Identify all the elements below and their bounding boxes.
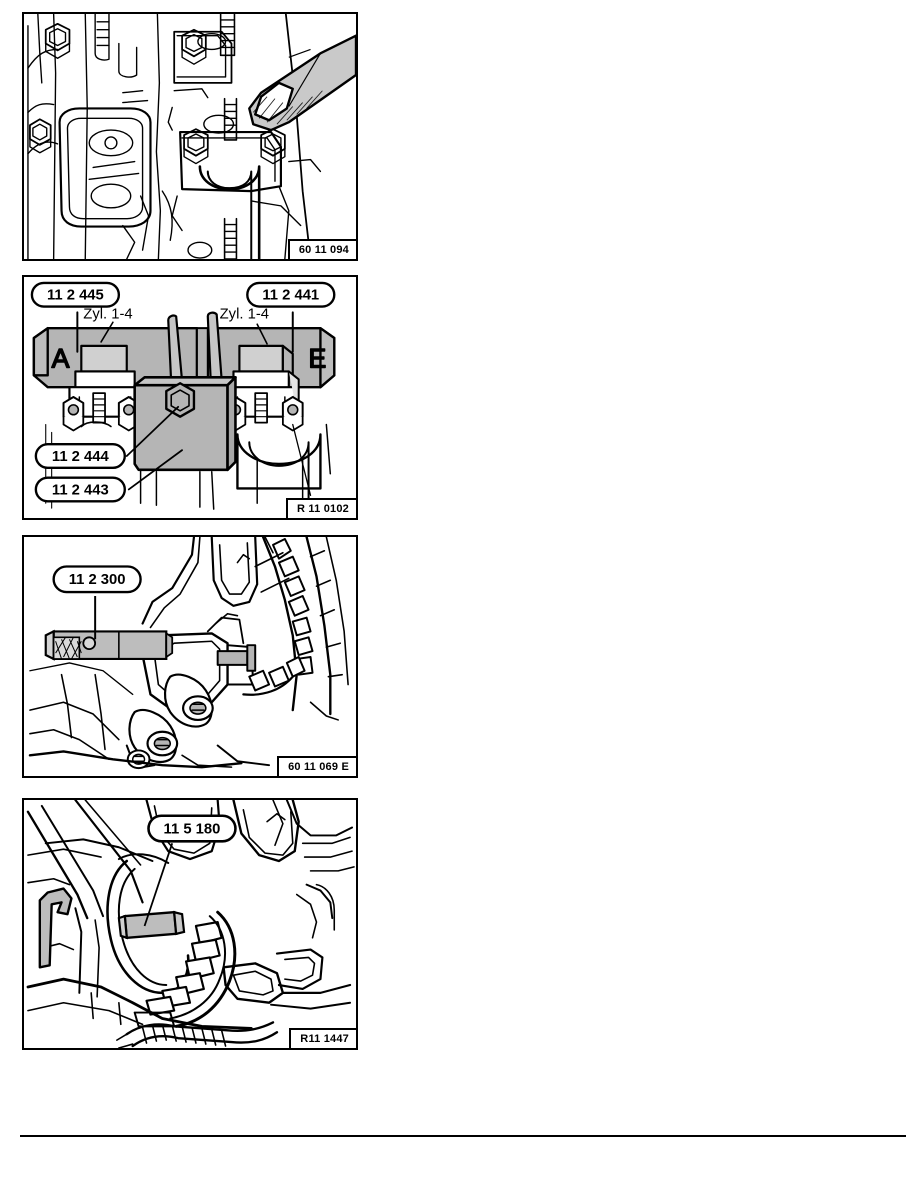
hook-tool-shape [38,887,73,969]
figure-1-drawing [27,14,356,259]
figure-1-caption: 60 11 094 [287,239,356,259]
label-e: E [309,344,327,374]
svg-text:11 2 445: 11 2 445 [47,288,104,304]
svg-text:11 2 444: 11 2 444 [52,449,110,465]
figure-4-drawing: 11 5 180 [26,800,355,1048]
label-zyl-left: Zyl. 1-4 [83,306,132,322]
label-zyl-right: Zyl. 1-4 [220,306,269,322]
callout-11-2-300: 11 2 300 [52,565,142,594]
svg-text:11 2 441: 11 2 441 [262,288,319,304]
svg-text:11 5 180: 11 5 180 [164,821,221,837]
tool-11-5-180-shape [117,910,186,940]
callout-11-2-441: 11 2 441 [246,281,336,308]
figure-2-drawing: A E [30,281,336,510]
figure-3-drawing: 11 2 300 [28,537,349,770]
figure-2: A E [22,275,358,520]
callout-11-2-444: 11 2 444 [34,443,126,470]
callout-11-2-445: 11 2 445 [30,281,121,308]
footer-divider [20,1135,906,1137]
tool-11-2-300-shape [44,629,174,661]
figure-1: 60 11 094 [22,12,358,261]
wrench-shape [248,34,356,132]
figure-3-caption: 60 11 069 E [277,756,356,776]
callout-11-2-443: 11 2 443 [34,476,126,503]
figure-4-caption: R11 1447 [289,1028,356,1048]
figure-4: 11 5 180 R11 1447 [22,798,358,1050]
label-a: A [52,344,70,374]
svg-text:11 2 300: 11 2 300 [69,572,126,588]
callout-11-5-180: 11 5 180 [147,814,237,843]
figure-3: 11 2 300 60 11 069 E [22,535,358,778]
svg-text:11 2 443: 11 2 443 [52,482,109,498]
figure-2-caption: R 11 0102 [286,498,356,518]
